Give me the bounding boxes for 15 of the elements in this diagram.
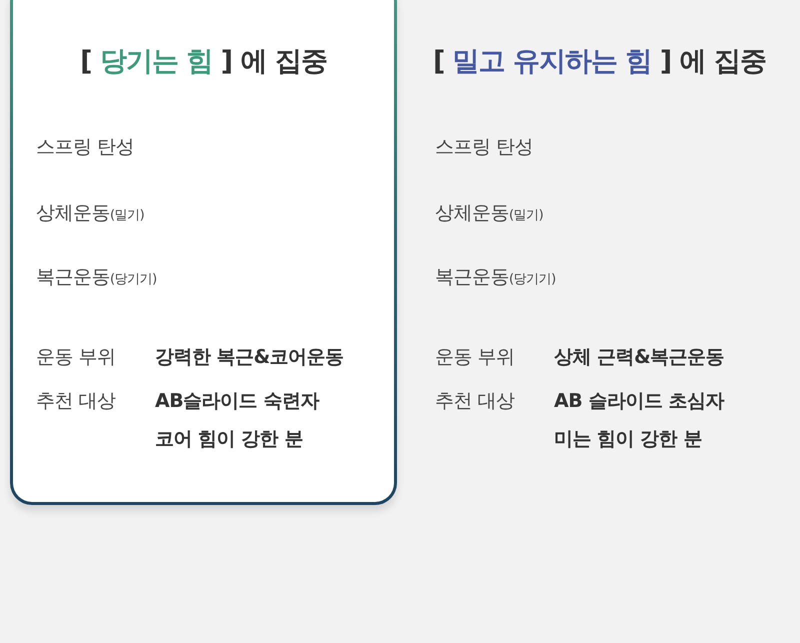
comparison-card [10,0,397,505]
table-value: 미는 힘이 강한 분 [554,427,702,451]
table-value: AB슬라이드 숙련자 [155,389,319,413]
table-label: 운동 부위 [36,345,116,369]
column-heading: [ 당기는 힘 ] 에 집중 [79,45,328,79]
table-value: 강력한 복근&코어운동 [155,345,344,369]
table-label: 추천 대상 [435,389,515,413]
table-value: 상체 근력&복근운동 [554,345,724,369]
feature-text: 스프링 탄성 [435,135,534,159]
table-label: 운동 부위 [435,345,515,369]
table-value: AB 슬라이드 초심자 [554,389,724,413]
feature-text: 스프링 탄성 [36,135,134,159]
table-value: 코어 힘이 강한 분 [155,427,303,451]
table-label: 추천 대상 [36,389,116,413]
column-heading: [ 밀고 유지하는 힘 ] 에 집중 [432,45,768,79]
